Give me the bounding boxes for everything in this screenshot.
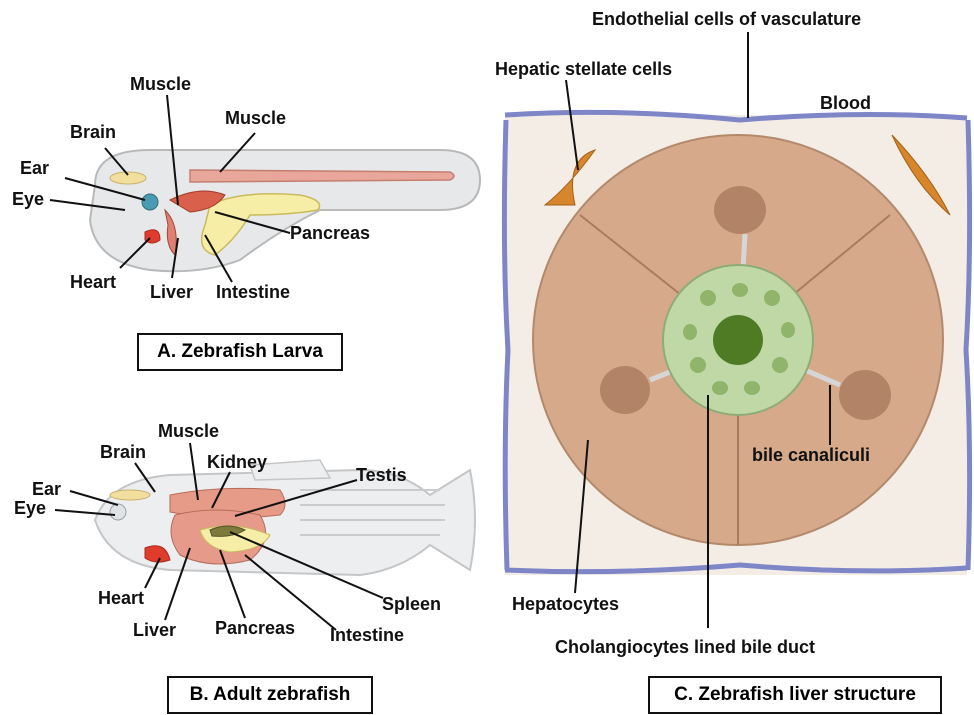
label-larva-liver: Liver <box>150 282 193 303</box>
bile-duct-lumen <box>713 315 763 365</box>
label-adult-kidney: Kidney <box>207 452 267 473</box>
label-cholangiocytes: Cholangiocytes lined bile duct <box>555 637 815 658</box>
label-adult-intestine: Intestine <box>330 625 404 646</box>
label-adult-pancreas: Pancreas <box>215 618 295 639</box>
adult-eye <box>110 504 126 520</box>
label-endothelial-cells: Endothelial cells of vasculature <box>592 9 861 30</box>
caption-panel-b: B. Adult zebrafish <box>167 676 373 714</box>
label-adult-brain: Brain <box>100 442 146 463</box>
label-larva-muscle-top: Muscle <box>130 74 191 95</box>
hepatocyte-nucleus-left <box>600 366 650 414</box>
caption-panel-c: C. Zebrafish liver structure <box>648 676 942 714</box>
label-larva-intestine: Intestine <box>216 282 290 303</box>
label-larva-pancreas: Pancreas <box>290 223 370 244</box>
label-blood: Blood <box>820 93 871 114</box>
label-larva-muscle-right: Muscle <box>225 108 286 129</box>
label-adult-testis: Testis <box>356 465 407 486</box>
label-adult-liver: Liver <box>133 620 176 641</box>
label-adult-spleen: Spleen <box>382 594 441 615</box>
label-larva-ear: Ear <box>20 158 49 179</box>
label-adult-ear: Ear <box>32 479 61 500</box>
label-adult-heart: Heart <box>98 588 144 609</box>
liver-structure-illustration <box>504 112 969 575</box>
larva-eye <box>142 194 158 210</box>
label-adult-muscle: Muscle <box>158 421 219 442</box>
label-larva-brain: Brain <box>70 122 116 143</box>
adult-zebrafish-illustration <box>95 460 475 575</box>
larva-illustration <box>90 150 480 271</box>
adult-brain <box>110 490 150 500</box>
label-adult-eye: Eye <box>14 498 46 519</box>
larva-muscle <box>190 170 454 182</box>
caption-panel-a: A. Zebrafish Larva <box>137 333 343 371</box>
label-larva-heart: Heart <box>70 272 116 293</box>
label-hepatic-stellate-cells: Hepatic stellate cells <box>495 59 672 80</box>
label-larva-eye: Eye <box>12 189 44 210</box>
label-bile-canaliculi: bile canaliculi <box>752 445 870 466</box>
hepatocyte-nucleus-top <box>714 186 766 234</box>
hepatocyte-nucleus-right <box>839 370 891 420</box>
label-hepatocytes: Hepatocytes <box>512 594 619 615</box>
